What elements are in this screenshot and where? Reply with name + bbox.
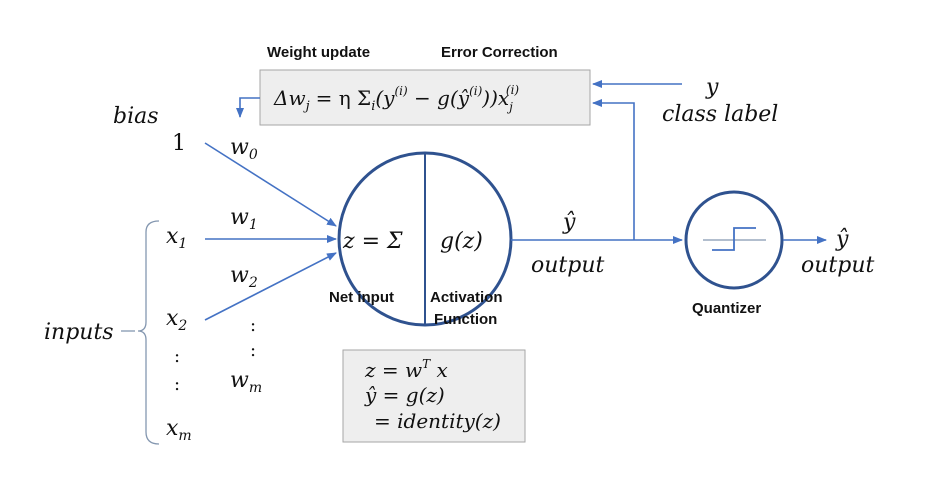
inputs-label: inputs	[44, 320, 114, 345]
update-to-w0-arrow	[236, 97, 260, 118]
error-correction-header: Error Correction	[441, 44, 558, 61]
weight-w1: w1	[230, 205, 258, 233]
bias-label: bias	[113, 104, 159, 129]
input-dots-1: :	[174, 346, 180, 367]
weight-dots-1: :	[250, 315, 256, 336]
final-output-text: output	[801, 253, 875, 278]
formula-line-1: z = wT x	[364, 357, 448, 382]
weight-dots-2: :	[250, 340, 256, 361]
bias-arrow	[204, 142, 337, 227]
activation-expression: g(z)	[440, 229, 483, 254]
formula-line-3: = identity(z)	[374, 409, 501, 433]
class-label-text: class label	[662, 102, 778, 127]
weight-update-header: Weight update	[267, 44, 370, 61]
net-input-label: Net input	[329, 289, 394, 306]
formula-line-2: ŷ = g(z)	[364, 383, 445, 407]
bias-one: 1	[172, 131, 186, 156]
update-rule-box	[259, 69, 591, 126]
input-x2: x2	[166, 306, 187, 334]
formula-box	[342, 349, 526, 443]
weight-w2: w2	[230, 263, 258, 291]
activation-label-line1: Activation	[430, 289, 503, 306]
mid-output-text: output	[531, 253, 605, 278]
weight-w0: w0	[230, 135, 258, 163]
final-output-symbol: ŷ	[835, 227, 849, 252]
quantizer-label: Quantizer	[692, 300, 761, 317]
mid-output-symbol: ŷ	[562, 210, 576, 235]
input-xm: xm	[166, 416, 192, 444]
inputs-brace	[137, 220, 160, 445]
activation-label-line2: Function	[434, 311, 497, 328]
net-input-expression: z = Σ	[342, 229, 403, 254]
step-function-icon	[712, 227, 756, 251]
input-x1: x1	[166, 224, 187, 252]
weight-wm: wm	[230, 368, 262, 396]
update-rule-formula: Δwj= η Σi(y(i) − g(ŷ(i)))xj(i)	[273, 83, 519, 114]
class-label-symbol: y	[705, 75, 719, 100]
input-dots-2: :	[174, 374, 180, 395]
x2-arrow	[204, 252, 337, 321]
output-feedback-arrow	[592, 99, 635, 240]
